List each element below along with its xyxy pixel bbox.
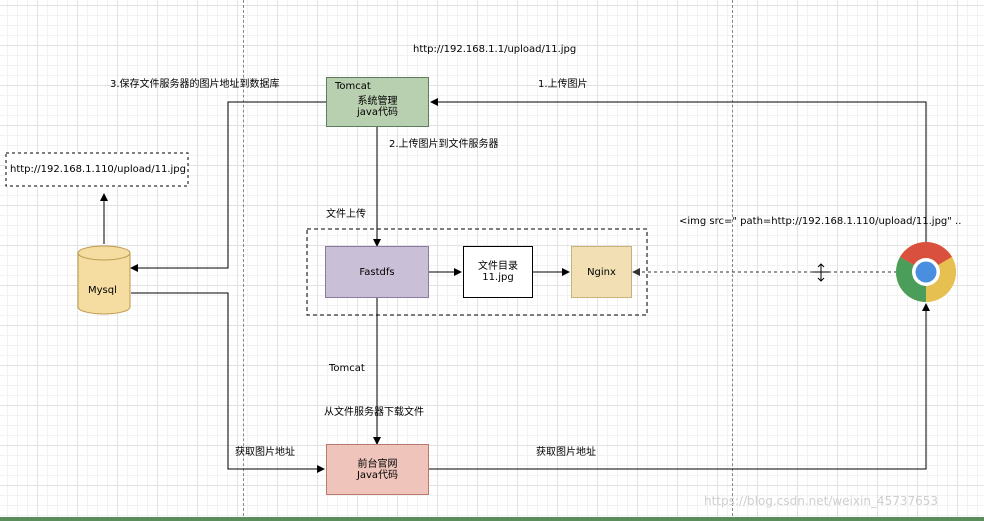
connector-frontend-to-browser[interactable] (429, 303, 930, 470)
canvas-page-guide-right (732, 0, 733, 521)
dir-line2: 11.jpg (482, 272, 514, 283)
download-label: 从文件服务器下载文件 (324, 407, 424, 418)
chrome-browser-icon[interactable] (896, 242, 956, 302)
group-label: 文件上传 (326, 209, 366, 220)
frontend-line2: Java代码 (356, 469, 399, 481)
tomcat-label: Tomcat (329, 363, 365, 374)
bottom-accent-bar (0, 517, 984, 521)
canvas-page-guide-left (243, 0, 244, 521)
get-address-left-label: 获取图片地址 (235, 447, 295, 458)
file-directory-box[interactable]: 文件目录 11.jpg (463, 246, 533, 298)
file-upload-group[interactable] (306, 228, 648, 316)
watermark-text: https://blog.csdn.net/weixin_45737653 (704, 494, 939, 508)
move-cursor-icon (813, 263, 829, 282)
mysql-label: Mysql (88, 285, 117, 296)
top-url-label: http://192.168.1.1/upload/11.jpg (413, 44, 577, 55)
get-address-right-label: 获取图片地址 (536, 447, 596, 458)
connector-browser-to-tomcat[interactable] (430, 98, 927, 250)
fastdfs-box[interactable]: Fastdfs (325, 246, 429, 298)
connector-mysql-to-frontend[interactable] (131, 292, 325, 473)
connector-tomcat-to-mysql[interactable] (130, 101, 326, 272)
tomcat-box-line1: 系统管理 (357, 96, 398, 107)
db-url-box[interactable] (5, 152, 189, 187)
step3-label: 3.保存文件服务器的图片地址到数据库 (110, 79, 280, 90)
tomcat-box-line2: java代码 (357, 107, 398, 118)
step2-label: 2.上传图片到文件服务器 (389, 139, 499, 150)
nginx-label: Nginx (587, 266, 616, 278)
dir-line1: 文件目录 (478, 261, 518, 272)
frontend-site-box[interactable]: 前台官网 Java代码 (326, 444, 429, 495)
frontend-line1: 前台官网 (357, 458, 398, 470)
tomcat-box-title: Tomcat (335, 81, 371, 92)
tomcat-system-box[interactable]: Tomcat 系统管理 java代码 (326, 77, 429, 127)
img-tag-label: <img src=" path=http://192.168.1.110/upl… (679, 216, 962, 227)
nginx-box[interactable]: Nginx (571, 246, 632, 298)
step1-label: 1.上传图片 (538, 79, 588, 90)
db-url-text: http://192.168.1.110/upload/11.jpg (10, 164, 186, 175)
fastdfs-label: Fastdfs (359, 266, 395, 278)
mysql-cylinder[interactable] (77, 245, 131, 315)
